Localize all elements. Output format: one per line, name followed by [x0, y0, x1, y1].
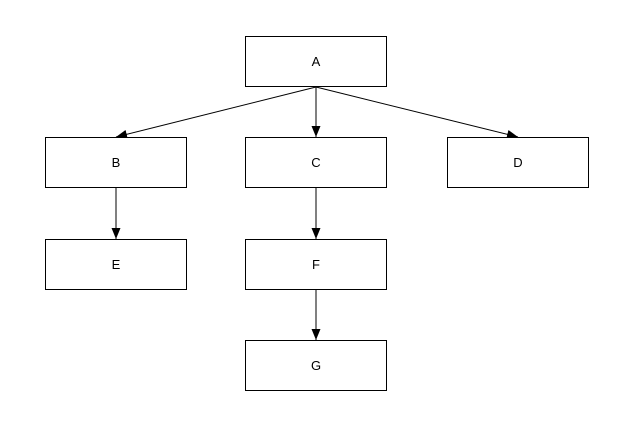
node-A-label: A: [311, 54, 321, 69]
node-B: B: [45, 137, 187, 188]
node-E-label: E: [111, 257, 121, 272]
node-C-label: C: [311, 155, 321, 170]
edge-A-B: [115, 86, 317, 139]
node-A: A: [245, 36, 387, 87]
node-C: C: [245, 137, 387, 188]
node-F-label: F: [312, 257, 320, 272]
edge-A-D: [315, 86, 519, 139]
node-G: G: [245, 340, 387, 391]
node-E: E: [45, 239, 187, 290]
node-D-label: D: [513, 155, 523, 170]
node-D: D: [447, 137, 589, 188]
node-B-label: B: [111, 155, 121, 170]
node-F: F: [245, 239, 387, 290]
node-G-label: G: [310, 358, 322, 373]
